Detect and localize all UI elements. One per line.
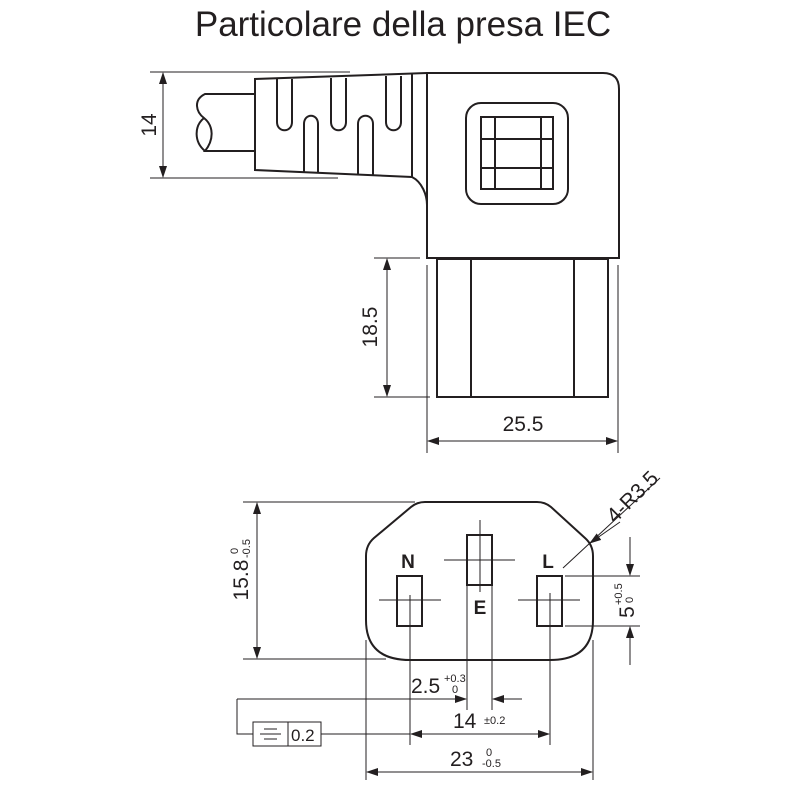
- tolerance-lower: 0: [452, 684, 458, 696]
- dimension-label: 14: [453, 710, 477, 733]
- strain-relief-boot: [254, 72, 428, 206]
- dimension-earth-width-2-5: 2.5 +0.3 0: [237, 673, 522, 703]
- tolerance-upper: 0: [486, 747, 492, 759]
- symmetry-icon: [260, 728, 281, 740]
- pin-neutral: N: [379, 552, 441, 745]
- pin-live: L: [518, 552, 580, 745]
- pin-earth: E: [444, 520, 515, 710]
- pin-label-l: L: [542, 552, 554, 573]
- tolerance-upper: +0.5: [613, 583, 625, 605]
- tolerance-upper: 0: [229, 548, 241, 554]
- dimension-label: 18.5: [359, 307, 382, 348]
- dimension-prong-18-5: 18.5: [359, 257, 430, 398]
- prong-block: [436, 258, 609, 398]
- tolerance: ±0.2: [484, 715, 505, 727]
- corner-radius-label: 4-R3.5: [602, 467, 663, 528]
- page-title: Particolare della presa IEC: [195, 5, 611, 44]
- side-view: 14 18.5 25.5: [138, 71, 620, 453]
- dimension-label: 15.8: [230, 560, 253, 601]
- symmetry-tolerance-frame: 0.2: [236, 699, 410, 747]
- tolerance-lower: -0.5: [482, 758, 501, 770]
- connector-body: [426, 72, 620, 259]
- corner-radius-callout: 4-R3.5: [562, 467, 663, 569]
- dimension-height-14: 14: [138, 71, 350, 179]
- front-view: N E L 15.8 0 -0.5: [229, 467, 663, 780]
- dimension-width-25-5: 25.5: [426, 265, 619, 453]
- dimension-pin-spacing-14: 14 ±0.2: [410, 710, 550, 738]
- dimension-label: 23: [450, 748, 473, 771]
- dimension-width-23: 23 0 -0.5: [365, 640, 594, 780]
- dimension-height-15-8: 15.8 0 -0.5: [229, 501, 415, 660]
- dimension-label: 14: [138, 113, 161, 137]
- tolerance-upper: +0.3: [444, 673, 466, 685]
- pin-label-e: E: [474, 598, 487, 619]
- pin-label-n: N: [401, 552, 415, 573]
- dimension-label: 2.5: [411, 675, 440, 698]
- cable: [195, 93, 255, 152]
- dimension-pin-height-5: 5 +0.5 0: [565, 537, 640, 665]
- tolerance-value: 0.2: [291, 726, 315, 745]
- tolerance-lower: 0: [624, 597, 636, 603]
- tolerance-lower: -0.5: [241, 539, 253, 558]
- dimension-label: 25.5: [503, 413, 544, 436]
- dimension-label: 5: [616, 606, 639, 618]
